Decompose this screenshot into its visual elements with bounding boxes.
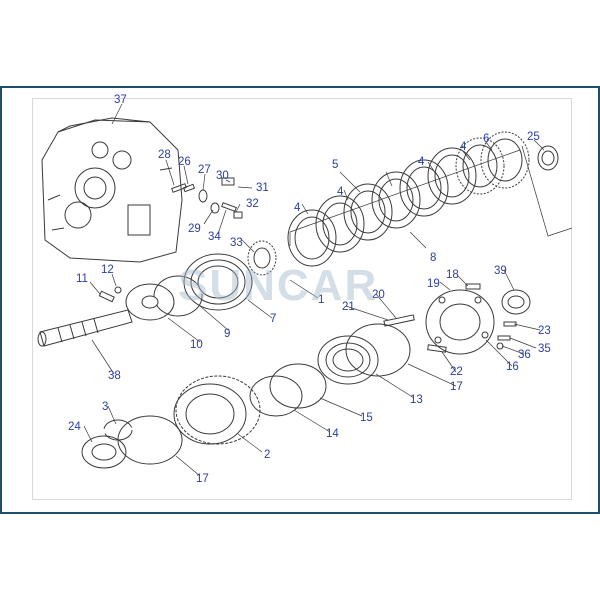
callout-36: 36 [518, 349, 531, 361]
callout-12: 12 [101, 264, 114, 276]
snap-ring-9 [153, 275, 203, 317]
bearing-24 [81, 435, 127, 469]
watermark: SUNCAR [178, 261, 378, 310]
seal-15 [269, 363, 327, 409]
ring-39 [501, 289, 531, 315]
seal-14 [249, 375, 303, 417]
gear-33 [247, 240, 277, 276]
callout-26: 26 [178, 156, 191, 168]
callout-29: 29 [188, 223, 201, 235]
callouts: 37 28 26 27 30 31 32 29 34 33 5 4 4 4 4 … [68, 94, 551, 485]
callout-6: 6 [483, 133, 489, 145]
pin-22 [427, 344, 447, 353]
callout-17a: 17 [450, 381, 463, 393]
callout-30: 30 [216, 170, 229, 182]
callout-39: 39 [494, 265, 507, 277]
callout-34: 34 [208, 231, 221, 243]
callout-21: 21 [342, 301, 355, 313]
callout-17b: 17 [196, 473, 209, 485]
callout-9: 9 [224, 328, 230, 340]
callout-25: 25 [527, 131, 540, 143]
callout-15: 15 [360, 412, 373, 424]
seal-ring-17b [117, 415, 183, 465]
callout-24: 24 [68, 421, 81, 433]
clutch-drum-2 [173, 375, 261, 445]
callout-31: 31 [256, 182, 269, 194]
callout-22: 22 [450, 366, 463, 378]
shaft-38 [37, 309, 133, 347]
plate-10 [125, 283, 175, 321]
callout-16: 16 [506, 361, 519, 373]
callout-20: 20 [372, 289, 385, 301]
callout-4c: 4 [337, 186, 344, 198]
callout-11: 11 [76, 273, 88, 285]
callout-32: 32 [246, 198, 259, 210]
callout-27: 27 [198, 164, 211, 176]
callout-33: 33 [230, 237, 243, 249]
callout-4a: 4 [460, 141, 467, 153]
callout-37: 37 [114, 94, 127, 106]
callout-19: 19 [427, 278, 440, 290]
carrier-16 [425, 283, 517, 355]
bolt-11 [98, 286, 122, 303]
pin-20 [383, 314, 415, 327]
callout-38: 38 [108, 370, 121, 382]
seal-ring-17a [345, 323, 411, 377]
callout-3: 3 [102, 401, 108, 413]
callout-35: 35 [538, 343, 551, 355]
leader-lines [83, 103, 545, 477]
callout-14: 14 [326, 428, 339, 440]
callout-7: 7 [270, 313, 276, 325]
callout-23: 23 [538, 325, 551, 337]
callout-13: 13 [410, 394, 423, 406]
callout-5: 5 [332, 159, 338, 171]
callout-10: 10 [190, 339, 203, 351]
callout-2: 2 [264, 449, 270, 461]
callout-28: 28 [158, 149, 171, 161]
piston-13 [317, 335, 379, 385]
transmission-housing [41, 117, 183, 263]
callout-4d: 4 [294, 202, 301, 214]
clutch-disc-pack [287, 131, 573, 267]
callout-8: 8 [430, 252, 436, 264]
ring-gear-7 [183, 253, 253, 311]
bearing-25 [537, 145, 559, 171]
callout-18: 18 [446, 269, 459, 281]
callout-1: 1 [318, 294, 324, 306]
diagram-panel [32, 98, 572, 500]
callout-4b: 4 [418, 156, 425, 168]
